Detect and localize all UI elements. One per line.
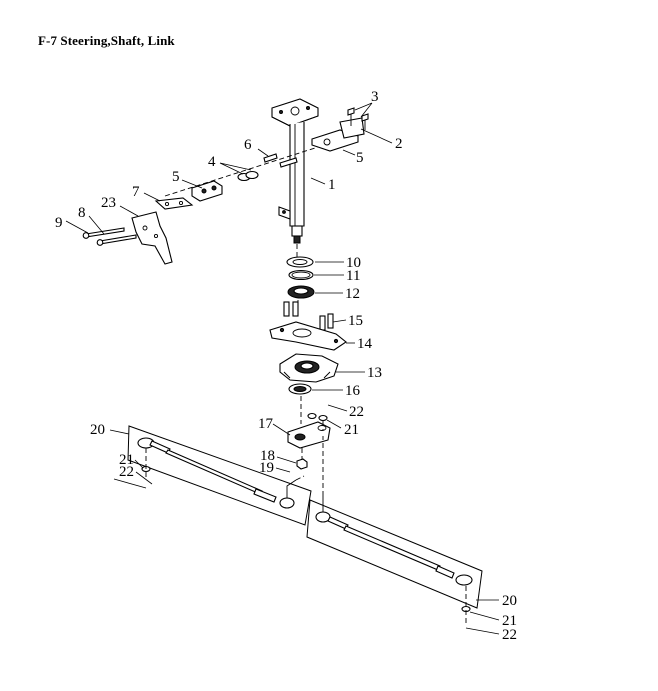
callout-17: 17 [258,416,274,432]
ring-part-11 [288,269,314,281]
callout-21-upper: 21 [344,422,359,438]
callout-21-left: 21 [119,452,134,468]
bearing-part-12 [287,285,315,299]
clamp-part-5-left [191,180,223,202]
callout-22-left: 22 [119,464,134,480]
steering-column-part-1 [271,98,319,244]
callout-18: 18 [260,448,275,464]
pitman-arm-part-17 [287,421,331,449]
tie-rod-left [137,437,305,509]
bracket-part-2 [311,117,365,152]
plate-part-7 [154,197,194,210]
callout-13: 13 [367,365,382,381]
bushing-part-6 [263,153,298,168]
rings-part-4 [237,170,259,182]
callout-5-left: 5 [172,169,180,185]
callout-14: 14 [357,336,373,352]
tie-rod-box-right [306,499,483,609]
washer-part-10 [286,256,314,268]
callout-5-right: 5 [356,150,364,166]
callout-9: 9 [55,215,63,231]
callout-23: 23 [101,195,116,211]
bolts-part-8-9 [82,227,137,246]
callout-12: 12 [345,286,360,302]
callout-15: 15 [348,313,363,329]
callout-7: 7 [132,184,140,200]
callout-20-left: 20 [90,422,105,438]
callout-22-right: 22 [502,627,517,643]
callout-11: 11 [346,268,360,284]
callout-16: 16 [345,383,361,399]
bolts-part-15 [283,301,334,331]
nut-washer-upper-21-22 [307,412,328,430]
callout-8: 8 [78,205,86,221]
tie-rod-right [315,436,473,626]
callout-22-upper: 22 [349,404,364,420]
tie-rod-box-left [127,425,312,526]
bracket-plate-part-14 [269,321,347,351]
housing-part-13 [279,353,339,383]
callout-20-right: 20 [502,593,517,609]
page-title: F-7 Steering,Shaft, Link [38,33,175,48]
nut-part-18-washer-part-19 [296,448,308,470]
callout-2: 2 [395,136,403,152]
callout-6: 6 [244,137,252,153]
callout-21-right: 21 [502,613,517,629]
callout-3: 3 [371,89,379,105]
callout-4: 4 [208,154,216,170]
callout-10: 10 [346,255,361,271]
bearing-part-16 [288,383,312,395]
callout-1: 1 [328,177,336,193]
bolts-part-3 [347,107,369,130]
bracket-part-23 [131,211,173,265]
callout-19: 19 [259,460,274,476]
